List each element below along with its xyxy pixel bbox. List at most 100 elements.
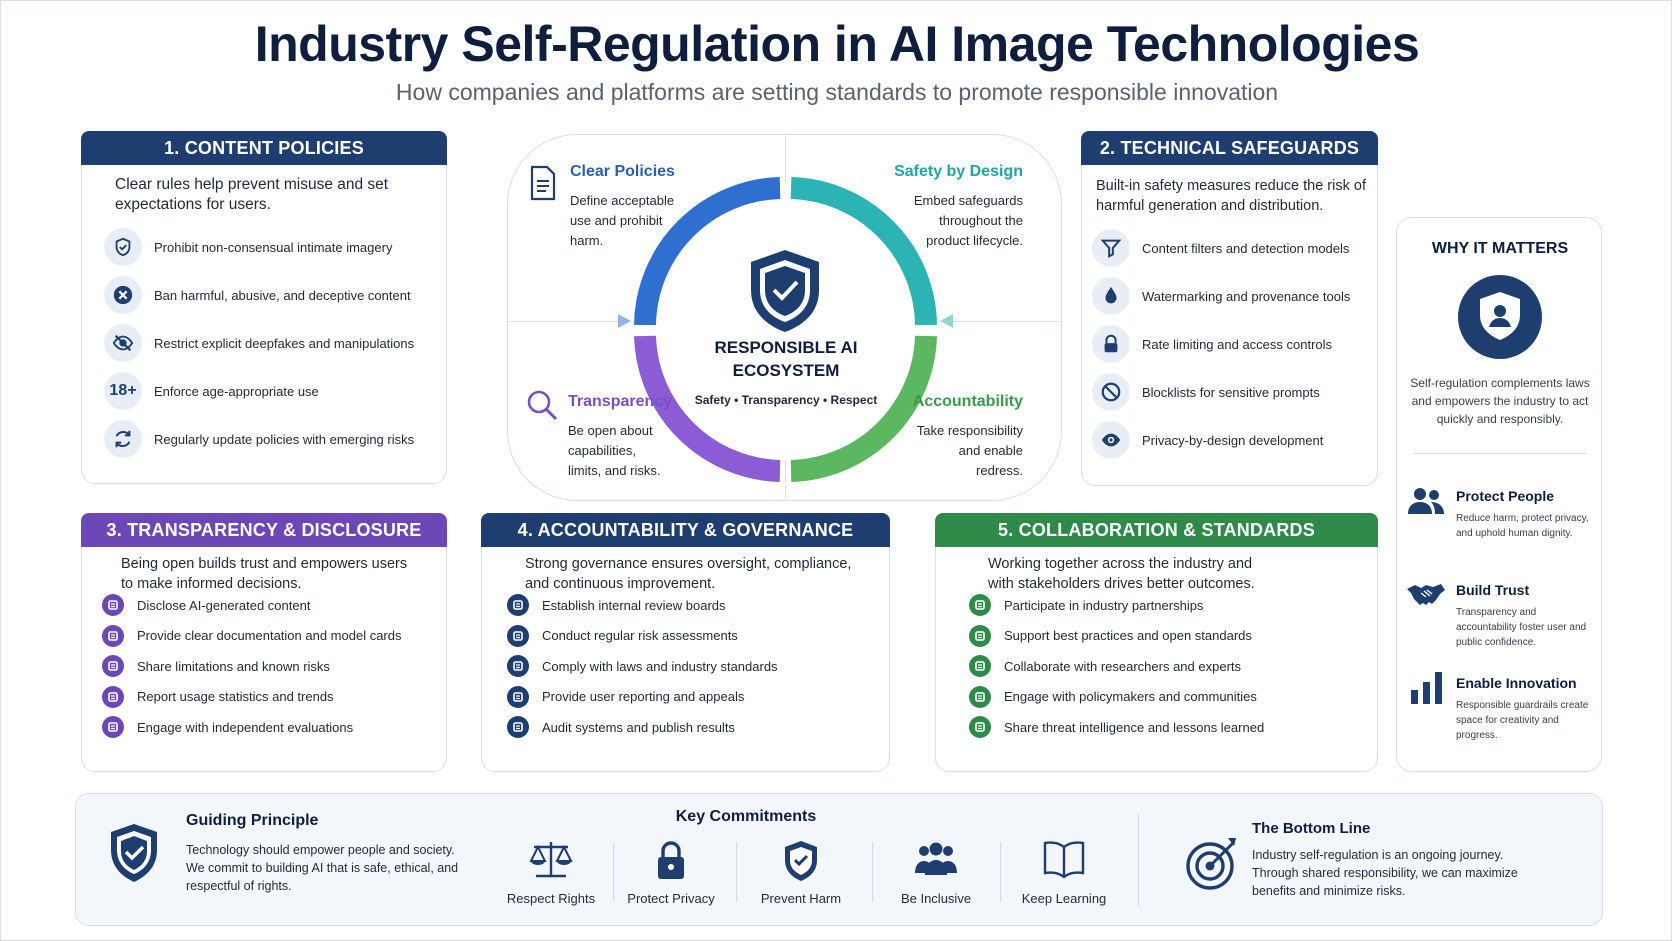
accountability-bullet-icon [507,716,529,738]
accountability-item: Provide user reporting and appeals [507,685,744,708]
collaboration-bullet-icon [969,716,991,738]
bottom-line-text: Industry self-regulation is an ongoing j… [1252,848,1518,898]
handshake-icon [1407,584,1445,605]
collaboration-header: 5. COLLABORATION & STANDARDS [935,513,1378,547]
collaboration-label: Participate in industry partnerships [1004,597,1204,613]
transparency-header: 3. TRANSPARENCY & DISCLOSURE [81,513,447,547]
content-policies-card: 1. CONTENT POLICIES Clear rules help pre… [81,131,447,484]
ecosystem-v-divider-bottom [785,460,786,500]
content-policy-label: Enforce age-appropriate use [154,383,319,399]
collaboration-bullet-icon [969,594,991,616]
safety-by-design-title: Safety by Design [894,163,1023,180]
collaboration-bullet-icon [969,655,991,677]
lock-icon [1092,325,1130,363]
content-policies-intro: Clear rules help prevent misuse and set … [115,176,389,213]
transparency-card: 3. TRANSPARENCY & DISCLOSURE Being open … [81,513,447,772]
collaboration-card: 5. COLLABORATION & STANDARDS Working tog… [935,513,1378,772]
transparency-quadrant-line: Be open about [568,423,653,438]
safeguard-label: Rate limiting and access controls [1142,336,1333,352]
accountability-quadrant-line: redress. [976,463,1023,478]
safeguard-label: Privacy-by-design development [1142,432,1324,448]
accountability-header: 4. ACCOUNTABILITY & GOVERNANCE [481,513,890,547]
transparency-quadrant-line: limits, and risks. [568,463,661,478]
commitment-be-inclusive: Be Inclusive [876,839,996,906]
transparency-label: Engage with independent evaluations [137,719,354,735]
why-item-title: Protect People [1456,488,1555,504]
arc-clear-policies [634,177,781,326]
accountability-item: Establish internal review boards [507,594,726,616]
ecosystem-center-title-1: RESPONSIBLE AI [714,338,858,357]
collaboration-label: Collaborate with researchers and experts [1004,658,1242,674]
magnifier-icon [527,390,558,421]
transparency-label: Report usage statistics and trends [137,689,334,704]
transparency-label: Provide clear documentation and model ca… [137,628,402,643]
shield-person-icon [1458,275,1542,359]
clear-policies-title: Clear Policies [570,163,675,180]
collaboration-item: Collaborate with researchers and experts [969,655,1241,677]
content-policy-item: Restrict explicit deepfakes and manipula… [104,324,414,362]
safeguard-item: Watermarking and provenance tools [1092,277,1350,315]
collaboration-label: Support best practices and open standard… [1004,628,1252,643]
arrow-left [618,314,631,328]
accountability-item: Comply with laws and industry standards [507,655,778,677]
commitment-divider [736,842,737,902]
book-icon [1043,841,1085,879]
commitment-label: Respect Rights [506,891,596,906]
accountability-label: Audit systems and publish results [542,719,735,735]
accountability-card: 4. ACCOUNTABILITY & GOVERNANCE Strong go… [481,513,890,772]
shield-check-icon [785,841,817,881]
collaboration-item: Support best practices and open standard… [969,624,1252,647]
accountability-item: Conduct regular risk assessments [507,624,738,647]
shield-icon [104,228,142,266]
collaboration-item: Participate in industry partnerships [969,594,1203,616]
eye-icon [1092,421,1130,459]
accountability-bullet-icon [507,594,529,616]
bottom-line-title: The Bottom Line [1252,820,1371,837]
safeguard-label: Content filters and detection models [1142,240,1350,256]
people-icon [1408,488,1444,514]
commitment-label: Prevent Harm [760,891,842,906]
why-item-title: Enable Innovation [1456,675,1577,691]
commitment-keep-learning: Keep Learning [1004,839,1124,906]
commitment-protect-privacy: Protect Privacy [616,839,726,906]
transparency-item: Disclose AI-generated content [102,594,310,616]
guiding-title: Guiding Principle [186,812,319,829]
accountability-bullet-icon [507,655,529,677]
commitment-label: Keep Learning [1021,891,1107,906]
commitment-prevent-harm: Prevent Harm [741,839,861,906]
transparency-bullet-icon [102,594,124,616]
why-divider [1413,453,1587,454]
age-18-icon: 18+ [104,372,142,410]
droplet-icon [1092,277,1130,315]
commitment-label: Be Inclusive [900,891,972,906]
age-badge-text: 18+ [109,382,137,399]
transparency-item: Engage with independent evaluations [102,716,353,738]
collaboration-bullet-icon [969,624,991,647]
transparency-item: Report usage statistics and trends [102,685,334,708]
safeguard-item: Privacy-by-design development [1092,421,1323,459]
safeguard-label: Watermarking and provenance tools [1142,288,1351,304]
content-policy-label: Regularly update policies with emerging … [154,431,415,447]
arc-accountability [790,335,937,482]
transparency-bullet-icon [102,624,124,647]
content-policy-item: Regularly update policies with emerging … [104,420,414,458]
accountability-bullet-icon [507,624,529,647]
document-icon [530,165,556,201]
content-policy-item: Ban harmful, abusive, and deceptive cont… [104,276,411,314]
transparency-bullet-icon [102,716,124,738]
safeguard-label: Blocklists for sensitive prompts [1142,384,1320,400]
collaboration-label: Engage with policymakers and communities [1004,689,1257,704]
clear-policies-line: Define acceptable [570,193,675,208]
bar-chart-icon [1411,672,1442,704]
commitment-divider [1000,842,1001,902]
ecosystem-v-divider-top [785,135,786,183]
why-item-title: Build Trust [1456,582,1530,598]
ecosystem-h-divider-right [946,321,1061,322]
accountability-label: Conduct regular risk assessments [542,628,738,643]
padlock-icon [658,841,684,879]
safety-by-design-line: Embed safeguards [913,193,1023,208]
ecosystem-panel: RESPONSIBLE AI ECOSYSTEM Safety • Transp… [507,134,1062,501]
block-icon [1092,373,1130,411]
technical-safeguards-card: 2. TECHNICAL SAFEGUARDS Built-in safety … [1081,131,1378,486]
eye-slash-icon [104,324,142,362]
